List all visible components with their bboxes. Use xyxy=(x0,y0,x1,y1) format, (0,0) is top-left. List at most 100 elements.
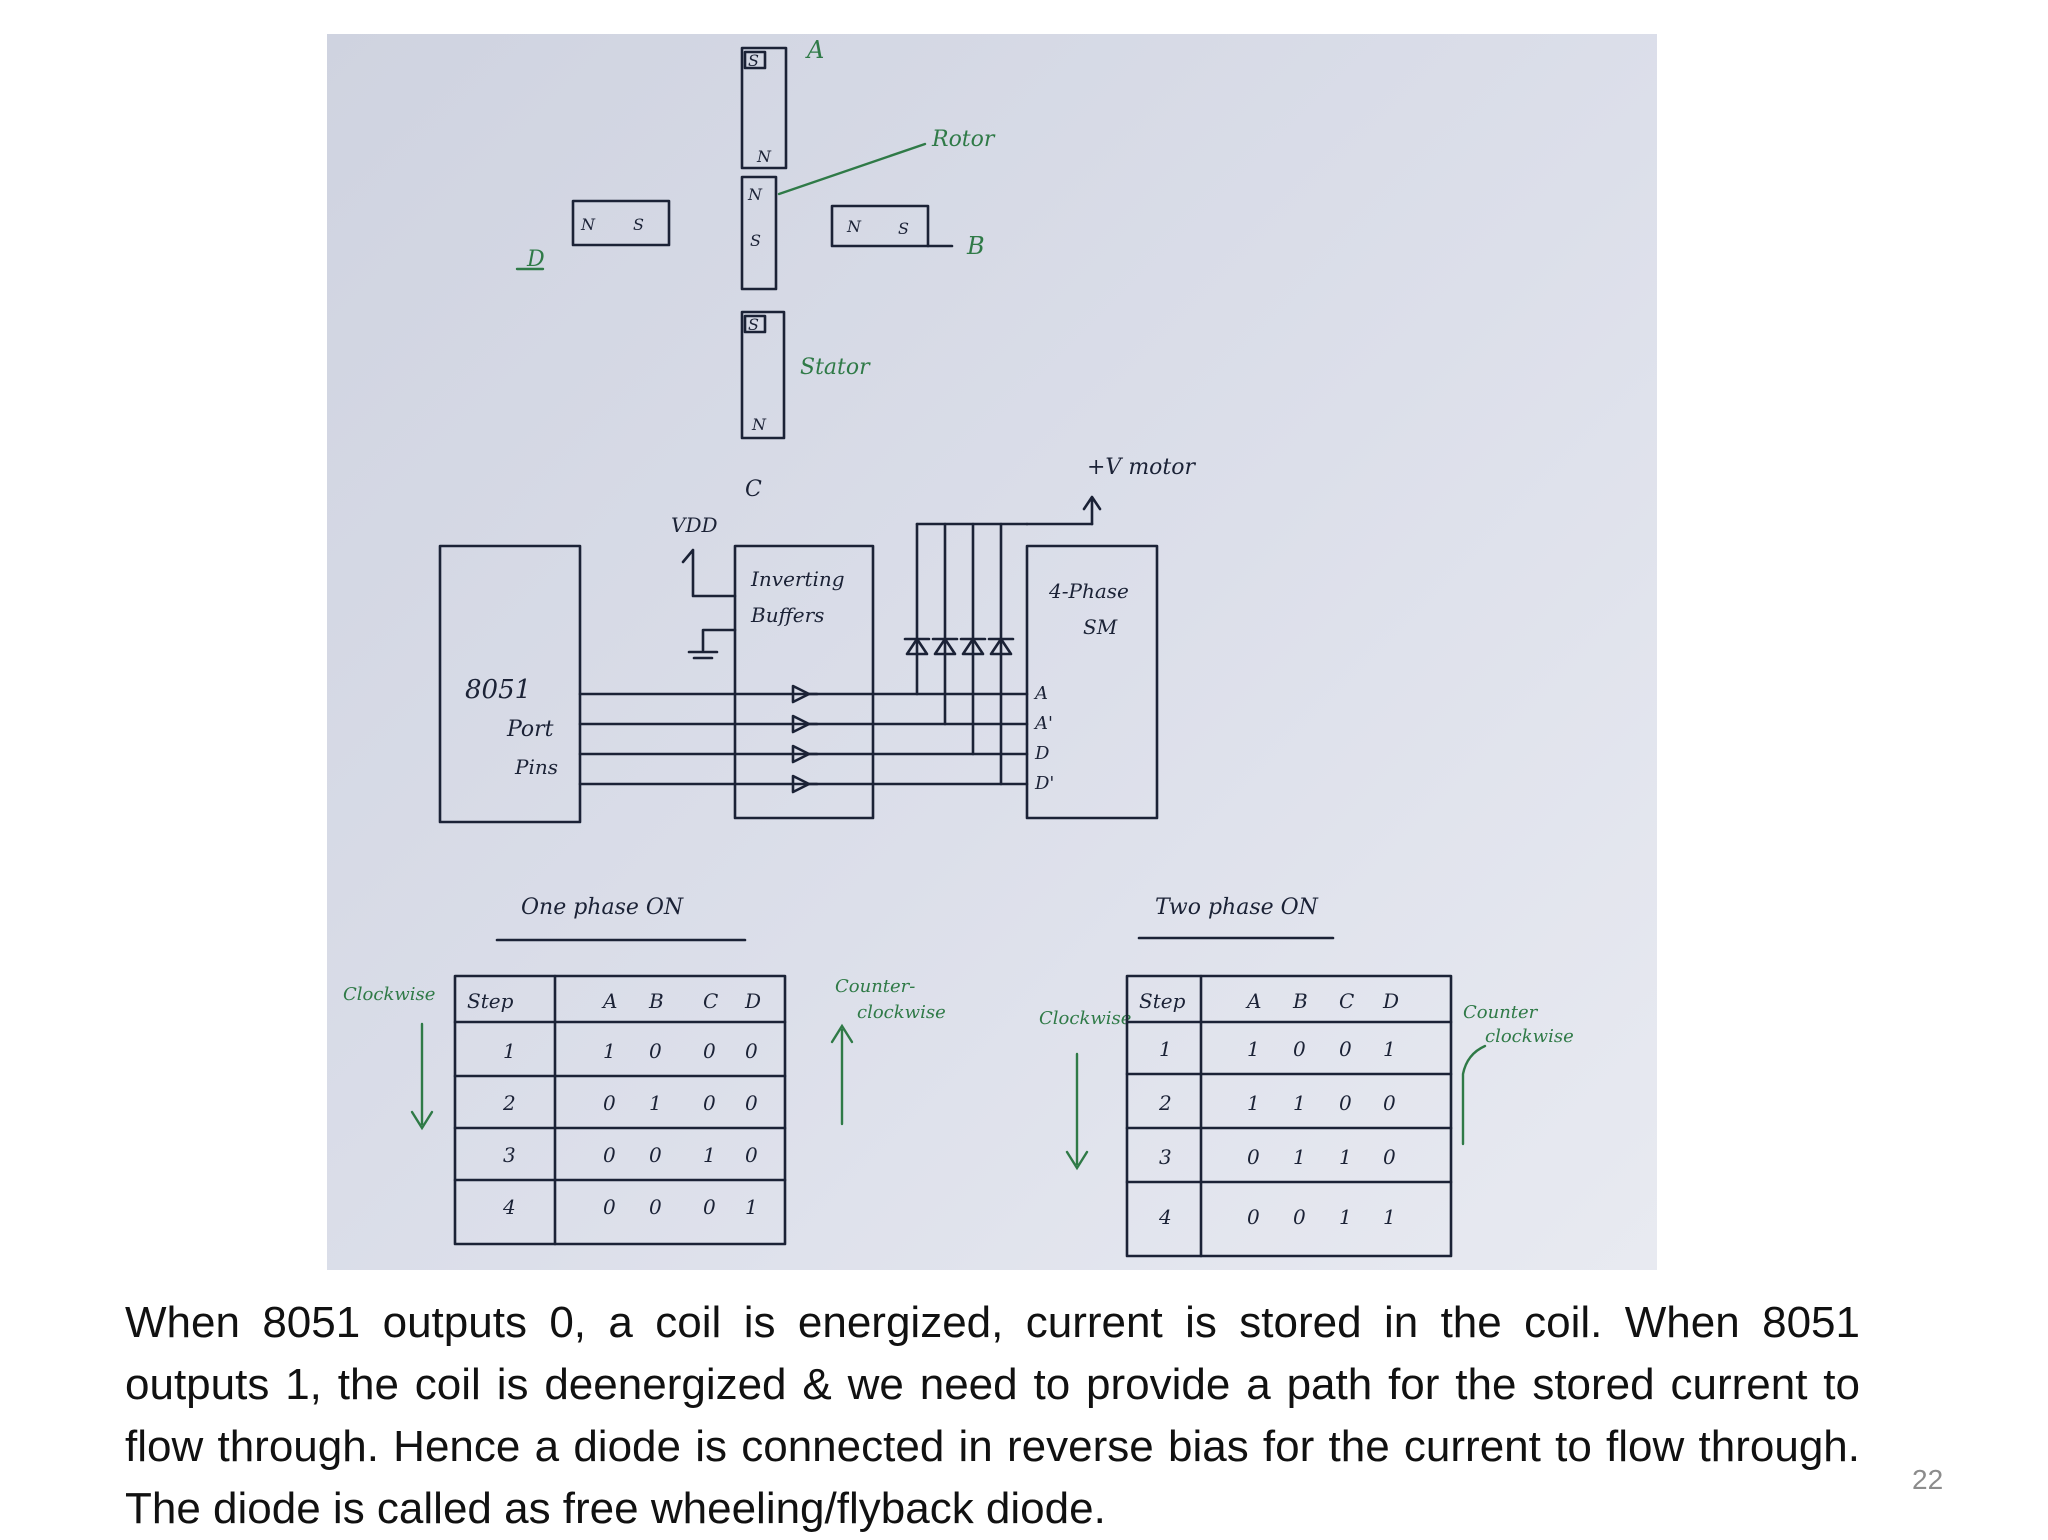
mcu-block xyxy=(438,544,582,824)
right-table-ccw-2: clockwise xyxy=(1485,1026,1574,1047)
right-up-arrow xyxy=(1461,1044,1487,1146)
svg-text:1: 1 xyxy=(649,1091,662,1115)
motor-block xyxy=(1025,544,1159,820)
svg-text:0: 0 xyxy=(745,1039,758,1063)
left-r2-step: 2 xyxy=(502,1091,516,1115)
right-r1-step: 1 xyxy=(1159,1037,1172,1061)
inverter-symbols xyxy=(791,684,819,794)
pole-a-south: S xyxy=(748,51,759,70)
pole-d-label: D xyxy=(526,247,545,272)
flyback-diodes xyxy=(903,522,1029,786)
left-header-b: B xyxy=(648,989,664,1013)
svg-text:0: 0 xyxy=(1383,1145,1396,1169)
motor-pin-d-bar: D' xyxy=(1034,773,1054,794)
svg-text:1: 1 xyxy=(1247,1091,1260,1115)
svg-text:1: 1 xyxy=(703,1143,716,1167)
right-r2-step: 2 xyxy=(1158,1091,1172,1115)
left-header-c: C xyxy=(703,989,718,1013)
pole-b-north: N xyxy=(846,217,862,236)
svg-text:0: 0 xyxy=(1247,1205,1260,1229)
buffer-label-2: Buffers xyxy=(750,603,824,627)
right-r4-step: 4 xyxy=(1158,1205,1172,1229)
slide-page-number: 22 xyxy=(1912,1464,1944,1495)
motor-label-2: SM xyxy=(1083,615,1118,639)
pole-b-magnet: N S xyxy=(830,204,930,248)
svg-text:1: 1 xyxy=(1339,1145,1352,1169)
right-header-b: B xyxy=(1292,989,1308,1013)
svg-text:1: 1 xyxy=(745,1195,758,1219)
pole-b-south: S xyxy=(898,219,909,238)
right-table-ccw-1: Counter xyxy=(1463,1002,1539,1023)
motor-label-1: 4-Phase xyxy=(1048,579,1129,603)
svg-text:0: 0 xyxy=(1383,1091,1396,1115)
right-table-clockwise: Clockwise xyxy=(1039,1008,1131,1029)
svg-text:0: 0 xyxy=(1293,1037,1306,1061)
pole-b-label: B xyxy=(966,232,985,260)
svg-text:0: 0 xyxy=(603,1143,616,1167)
supply-arrow xyxy=(1082,495,1102,526)
svg-text:1: 1 xyxy=(1293,1091,1306,1115)
left-r4-step: 4 xyxy=(502,1195,516,1219)
rotor-label: Rotor xyxy=(931,127,996,152)
svg-text:0: 0 xyxy=(603,1091,616,1115)
pole-c-label: C xyxy=(745,477,762,502)
right-header-d: D xyxy=(1382,989,1399,1013)
buffer-label-1: Inverting xyxy=(750,567,845,591)
left-r3-step: 3 xyxy=(503,1143,516,1167)
left-table-clockwise: Clockwise xyxy=(343,984,435,1005)
right-header-a: A xyxy=(1245,989,1261,1013)
svg-text:0: 0 xyxy=(1293,1205,1306,1229)
left-table-grid xyxy=(453,974,787,1246)
left-table-cells: Step A B C D 1 1 0 0 0 2 0 1 0 0 3 0 0 1… xyxy=(467,989,761,1219)
port-label: Port xyxy=(506,717,554,742)
supply-label: +V motor xyxy=(1087,455,1197,480)
svg-text:1: 1 xyxy=(1383,1037,1396,1061)
svg-text:0: 0 xyxy=(745,1091,758,1115)
svg-text:1: 1 xyxy=(1339,1205,1352,1229)
svg-text:1: 1 xyxy=(1247,1037,1260,1061)
vdd-wire xyxy=(681,548,737,598)
right-table-cells: Step A B C D 1 1 0 0 1 2 1 1 0 0 3 0 1 1… xyxy=(1139,989,1399,1229)
right-r3-step: 3 xyxy=(1159,1145,1172,1169)
pole-c-magnet: S N xyxy=(740,310,786,440)
left-up-arrow xyxy=(830,1023,854,1126)
svg-text:0: 0 xyxy=(745,1143,758,1167)
pole-d-south: S xyxy=(633,215,644,234)
svg-text:0: 0 xyxy=(1247,1145,1260,1169)
svg-text:0: 0 xyxy=(1339,1091,1352,1115)
right-table-title: Two phase ON xyxy=(1155,895,1319,920)
svg-text:1: 1 xyxy=(1383,1205,1396,1229)
left-table-title: One phase ON xyxy=(521,895,684,920)
right-header-step: Step xyxy=(1139,989,1186,1013)
motor-pin-a: A xyxy=(1033,683,1048,704)
left-header-step: Step xyxy=(467,989,514,1013)
svg-text:1: 1 xyxy=(603,1039,616,1063)
pole-c-south: S xyxy=(748,315,759,334)
svg-text:0: 0 xyxy=(703,1195,716,1219)
port-wires xyxy=(578,692,1029,786)
left-table-ccw-2: clockwise xyxy=(857,1002,946,1023)
pole-d-north: N xyxy=(580,215,596,234)
pole-d-magnet: N S xyxy=(571,199,671,247)
slide-caption: When 8051 outputs 0, a coil is energized… xyxy=(125,1298,1860,1533)
svg-text:0: 0 xyxy=(649,1195,662,1219)
pins-label: Pins xyxy=(514,755,558,779)
svg-text:0: 0 xyxy=(649,1143,662,1167)
svg-text:1: 1 xyxy=(1293,1145,1306,1169)
stator-label: Stator xyxy=(800,355,871,380)
pole-c-north: N xyxy=(751,415,767,434)
mcu-label: 8051 xyxy=(465,675,531,705)
buffer-block xyxy=(733,544,875,820)
ground-symbol xyxy=(687,628,737,660)
pole-a-north: N xyxy=(756,147,772,166)
rotor-magnet: N S xyxy=(740,175,778,291)
right-table-grid xyxy=(1125,974,1453,1258)
right-header-c: C xyxy=(1339,989,1354,1013)
left-header-a: A xyxy=(601,989,617,1013)
rotor-south: S xyxy=(750,231,761,250)
left-r1-step: 1 xyxy=(503,1039,516,1063)
vdd-label: VDD xyxy=(671,513,718,537)
left-header-d: D xyxy=(744,989,761,1013)
svg-text:0: 0 xyxy=(1339,1037,1352,1061)
handwritten-diagram-photo: S N A N S Rotor N S D N S B S N Stator C… xyxy=(327,34,1657,1270)
